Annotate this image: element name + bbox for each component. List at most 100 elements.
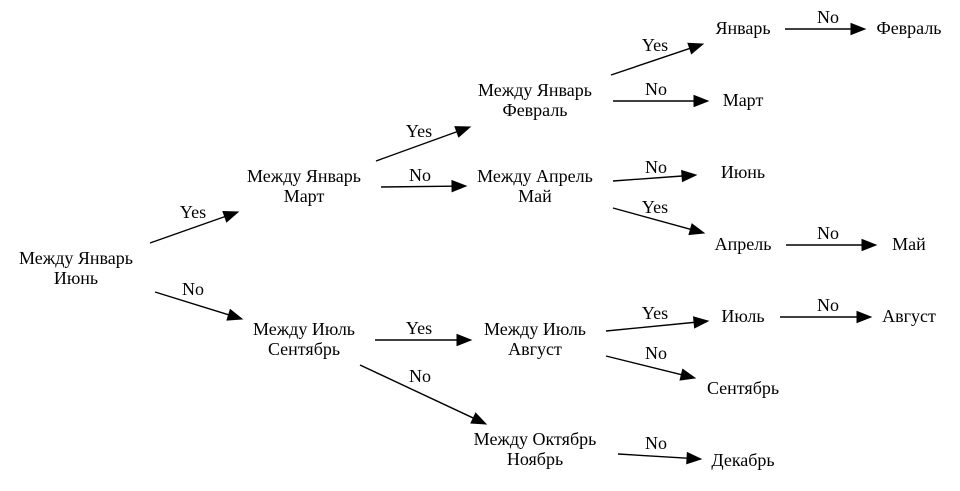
node-label-line: Июнь	[54, 268, 98, 288]
edge-line	[610, 47, 690, 76]
edge-label: Yes	[406, 121, 432, 141]
node-label-line: Август	[508, 339, 562, 359]
arrowhead-icon	[687, 42, 705, 55]
edge-label: No	[182, 279, 204, 299]
edge-n_jan_jun-to-n_jan_mar: Yes	[149, 202, 240, 244]
edge-line	[380, 185, 453, 188]
arrowhead-icon	[856, 310, 873, 324]
arrowhead-icon	[686, 451, 703, 465]
node-label-line: Между Январь	[478, 80, 592, 100]
leaf-node-l_sep: Сентябрь	[707, 378, 779, 398]
edge-n_jul_sep-to-n_jul_aug: Yes	[375, 318, 473, 347]
edge-label: Yes	[642, 197, 668, 217]
edge-label: No	[817, 295, 839, 315]
arrowhead-icon	[226, 308, 244, 321]
edge-label: No	[645, 433, 667, 453]
edge-line	[617, 453, 688, 459]
leaf-node-l_may: Май	[892, 234, 926, 254]
leaf-node-l_dec: Декабрь	[711, 450, 774, 470]
edge-line	[375, 131, 458, 162]
node-label-line: Декабрь	[711, 450, 774, 470]
edge-label: Yes	[642, 35, 668, 55]
arrowhead-icon	[692, 316, 710, 329]
edge-label: No	[409, 165, 431, 185]
arrowhead-icon	[679, 368, 697, 381]
leaf-node-l_mar: Март	[723, 90, 764, 110]
node-label-line: Между Июль	[253, 319, 355, 339]
edge-line	[605, 321, 695, 332]
edge-line	[612, 207, 691, 230]
node-label-line: Январь	[715, 18, 770, 38]
edge-l_jul-to-l_aug: No	[780, 295, 873, 324]
edge-n_oct_nov-to-l_dec: No	[617, 433, 703, 465]
edge-n_apr_may-to-l_jun: No	[612, 157, 698, 183]
leaf-node-l_aug: Август	[882, 306, 936, 326]
arrowhead-icon	[454, 126, 472, 138]
edge-n_jul_aug-to-l_jul: Yes	[605, 303, 710, 332]
node-label-line: Между Январь	[19, 248, 133, 268]
leaf-node-l_jul: Июль	[721, 306, 764, 326]
edge-label: No	[645, 157, 667, 177]
node-label-line: Февраль	[876, 18, 941, 38]
edge-line	[359, 364, 474, 419]
arrowhead-icon	[850, 22, 867, 36]
node-label-line: Май	[518, 186, 552, 206]
edge-n_apr_may-to-l_apr: Yes	[612, 197, 706, 236]
edge-l_jan-to-l_feb: No	[785, 7, 867, 36]
arrowhead-icon	[681, 169, 698, 183]
edge-l_apr-to-l_may: No	[786, 223, 878, 252]
node-label-line: Сентябрь	[707, 378, 779, 398]
edge-label: No	[645, 343, 667, 363]
leaf-node-l_feb: Февраль	[876, 18, 941, 38]
node-label-line: Между Апрель	[477, 166, 593, 186]
node-label-line: Май	[892, 234, 926, 254]
edge-n_jan_jun-to-n_jul_sep: No	[154, 279, 244, 321]
edge-n_jul_sep-to-n_oct_nov: No	[359, 364, 488, 425]
arrowhead-icon	[688, 223, 706, 236]
arrowhead-icon	[861, 238, 878, 252]
node-label-line: Ноябрь	[507, 449, 563, 469]
leaf-node-l_apr: Апрель	[715, 234, 772, 254]
edge-n_jan_mar-to-n_jan_feb: Yes	[375, 121, 472, 162]
arrowhead-icon	[693, 94, 710, 108]
arrowhead-icon	[470, 412, 488, 425]
edge-label: No	[817, 7, 839, 27]
edge-line	[154, 291, 229, 316]
node-label-line: Между Октябрь	[474, 429, 597, 449]
edge-line	[612, 175, 683, 182]
edge-label: Yes	[180, 202, 206, 222]
edge-label: Yes	[642, 303, 668, 323]
edge-n_jan_feb-to-l_mar: No	[613, 79, 710, 108]
node-label-line: Апрель	[715, 234, 772, 254]
edge-line	[149, 215, 226, 244]
arrowhead-icon	[222, 210, 240, 223]
node-label-line: Июнь	[721, 162, 765, 182]
leaf-node-l_jan: Январь	[715, 18, 770, 38]
edge-label: No	[645, 79, 667, 99]
node-label-line: Март	[284, 186, 325, 206]
node-label-line: Июль	[721, 306, 764, 326]
edge-n_jan_mar-to-n_apr_may: No	[380, 165, 468, 193]
edge-label: No	[817, 223, 839, 243]
node-label-line: Март	[723, 90, 764, 110]
node-label-line: Между Июль	[484, 319, 586, 339]
node-label-line: Август	[882, 306, 936, 326]
edge-line	[605, 355, 682, 376]
node-label-line: Февраль	[502, 100, 567, 120]
arrowhead-icon	[456, 333, 473, 347]
leaf-node-l_jun: Июнь	[721, 162, 765, 182]
edge-label: No	[409, 366, 431, 386]
node-label-line: Сентябрь	[268, 339, 340, 359]
arrowhead-icon	[451, 179, 468, 193]
edge-n_jan_feb-to-l_jan: Yes	[610, 35, 705, 76]
edge-label: Yes	[406, 318, 432, 338]
edge-n_jul_aug-to-l_sep: No	[605, 343, 697, 381]
